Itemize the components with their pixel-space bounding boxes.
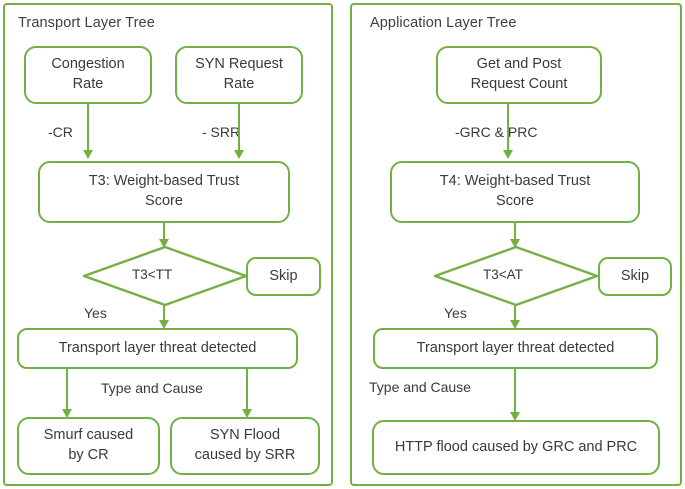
connector-trust-to-decision-line	[163, 223, 166, 245]
connector-threat-to-synflood-line	[246, 369, 249, 414]
node-threat-detected-transport[interactable]: Transport layer threat detected	[17, 328, 298, 369]
connector-threat-to-http-arrowhead	[509, 412, 520, 421]
connector-grc-line	[507, 104, 510, 156]
connector-trust-to-decision-arrowhead-app	[509, 239, 520, 248]
node-skip-application[interactable]: Skip	[598, 257, 672, 296]
connector-decision-to-threat-line-app	[514, 305, 517, 325]
node-http-flood-outcome[interactable]: HTTP flood caused by GRC and PRC	[372, 420, 660, 475]
edge-label-grc-prc: -GRC & PRC	[455, 124, 538, 140]
decision-label-t3-at: T3<AT	[483, 267, 523, 282]
connector-grc-arrowhead	[502, 150, 513, 159]
connector-threat-to-http-line	[514, 369, 517, 417]
edge-label-type-and-cause-transport: Type and Cause	[101, 380, 203, 396]
panel-title-application: Application Layer Tree	[370, 15, 517, 31]
connector-decision-to-threat-arrowhead	[158, 320, 169, 329]
edge-label-type-and-cause-application: Type and Cause	[369, 379, 471, 395]
connector-cr-arrowhead	[82, 150, 93, 159]
connector-cr-line	[87, 104, 90, 156]
connector-threat-to-synflood-arrowhead	[241, 409, 252, 418]
node-skip-transport[interactable]: Skip	[246, 257, 321, 296]
connector-threat-to-smurf-arrowhead	[61, 409, 72, 418]
edge-label-cr: -CR	[48, 124, 73, 140]
edge-label-yes-transport: Yes	[84, 305, 107, 321]
panel-title-transport: Transport Layer Tree	[18, 15, 155, 31]
edge-label-yes-application: Yes	[444, 305, 467, 321]
connector-decision-to-threat-line	[163, 305, 166, 325]
connector-trust-to-decision-arrowhead	[158, 239, 169, 248]
connector-threat-to-smurf-line	[66, 369, 69, 414]
node-threat-detected-application[interactable]: Transport layer threat detected	[373, 328, 658, 369]
connector-decision-to-threat-arrowhead-app	[509, 320, 520, 329]
edge-label-srr: - SRR	[202, 124, 241, 140]
decision-label-t3-tt: T3<TT	[132, 267, 173, 282]
connector-srr-arrowhead	[233, 150, 244, 159]
connector-trust-to-decision-line-app	[514, 223, 517, 245]
connector-srr-line	[238, 104, 241, 156]
